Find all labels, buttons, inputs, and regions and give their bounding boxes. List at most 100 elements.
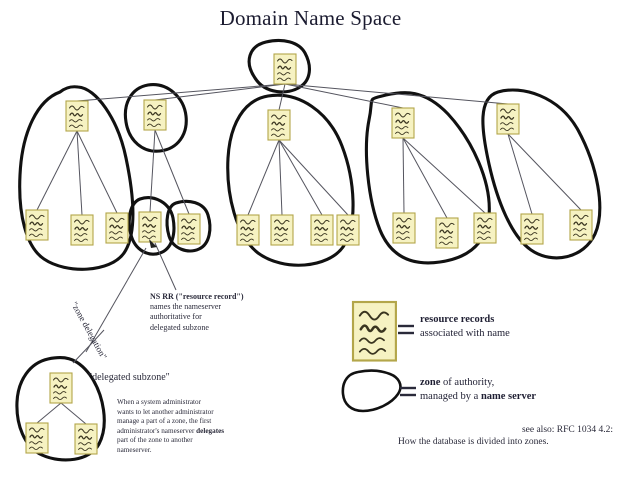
resource-record-card-icon: [392, 212, 416, 244]
pointer-layer: [72, 239, 177, 364]
tree-edge: [247, 139, 280, 216]
delegated-subzone-label: "delegated subzone": [88, 372, 170, 383]
zones-layer: [15, 38, 602, 462]
tree-edge: [402, 137, 405, 214]
paragraph-line-4: administrator's nameserver: [117, 426, 197, 435]
resource-record-node[interactable]: [25, 422, 49, 454]
resource-record-card-icon: [65, 100, 89, 132]
legend-rr-subtitle: associated with name: [420, 328, 510, 340]
tree-edge: [402, 137, 448, 219]
tree-edge: [402, 137, 486, 214]
legend-equals-2: [400, 386, 416, 397]
resource-record-card-icon: [49, 372, 73, 404]
tree-edge: [278, 139, 349, 216]
legend-zone-title: zone: [420, 377, 441, 388]
resource-record-node[interactable]: [391, 107, 415, 139]
zone-delegation-leader: [85, 247, 147, 353]
legend-equals-1: [398, 324, 414, 335]
paragraph-delegates-emphasis: delegates: [196, 426, 225, 435]
tree-edge: [76, 83, 286, 102]
delegated-subzone-leader: [72, 329, 105, 364]
resource-record-card-icon: [435, 217, 459, 249]
resource-record-node[interactable]: [138, 211, 162, 243]
see-also-line-2: How the database is divided into zones.: [398, 437, 549, 448]
resource-record-node[interactable]: [310, 214, 334, 246]
resource-record-card-icon: [391, 107, 415, 139]
ns-rr-line-2: authoritative for: [150, 312, 202, 322]
legend-item-resource-records: resource records associated with name: [420, 313, 510, 341]
resource-record-card-icon: [105, 212, 129, 244]
page-title: Domain Name Space: [219, 6, 402, 30]
resource-record-node[interactable]: [74, 423, 98, 455]
resource-record-card-icon: [74, 423, 98, 455]
zone-right: [364, 91, 491, 265]
zone-middle: [226, 93, 355, 267]
tree-edge: [76, 130, 118, 214]
resource-record-card-icon: [310, 214, 334, 246]
tree-edge: [507, 133, 533, 215]
paragraph-line-1: When a system administrator: [117, 398, 202, 406]
ns-rr-line-3: delegated subzone: [150, 322, 209, 332]
resource-record-card-icon: [273, 53, 297, 85]
resource-record-card-icon: [177, 213, 201, 245]
resource-record-node[interactable]: [236, 214, 260, 246]
resource-record-node[interactable]: [520, 213, 544, 245]
legend-zone-icon: [341, 369, 402, 413]
paragraph-line-2: wants to let another administrator: [117, 407, 214, 416]
resource-record-node[interactable]: [273, 53, 297, 85]
ns-rr-heading: NS RR ("resource record"): [150, 292, 244, 301]
resource-record-node[interactable]: [473, 212, 497, 244]
ns-rr-arrow: [149, 239, 157, 248]
resource-record-node[interactable]: [392, 212, 416, 244]
resource-record-node[interactable]: [70, 214, 94, 246]
tree-edge: [278, 83, 286, 111]
tree-edge: [60, 402, 87, 425]
tree-edge: [284, 83, 509, 105]
tree-edge: [154, 129, 190, 215]
paragraph-line-6: nameserver.: [117, 445, 152, 454]
tree-edge: [149, 129, 156, 213]
tree-edge: [36, 402, 62, 424]
resource-record-node[interactable]: [435, 217, 459, 249]
ns-rr-leader: [154, 242, 177, 291]
resource-record-card-icon: [473, 212, 497, 244]
zone-small-parent: [123, 83, 188, 153]
legend-card-icon: [351, 300, 398, 362]
ns-rr-annotation: NS RR ("resource record") names the name…: [150, 292, 270, 333]
resource-record-card-icon: [70, 214, 94, 246]
resource-record-card-icon: [496, 103, 520, 135]
see-also-line-1: see also: RFC 1034 4.2:: [521, 425, 613, 435]
tree-edge: [76, 130, 83, 216]
resource-record-node[interactable]: [270, 214, 294, 246]
resource-record-node[interactable]: [336, 214, 360, 246]
legend-zone-subtitle-pre: managed by a: [420, 391, 481, 403]
resource-record-node[interactable]: [25, 209, 49, 241]
zone-bottom-left: [15, 356, 106, 462]
legend-item-zone: zone of authority, managed by a name ser…: [420, 376, 536, 404]
tree-edge: [278, 139, 323, 216]
see-also-note: see also: RFC 1034 4.2: How the database…: [398, 424, 613, 448]
zone-left: [18, 85, 135, 271]
legend-glyphs: [341, 300, 416, 413]
resource-record-node[interactable]: [143, 99, 167, 131]
resource-record-node[interactable]: [569, 209, 593, 241]
tree-edge: [507, 133, 582, 211]
resource-record-node[interactable]: [65, 100, 89, 132]
resource-record-card-icon: [267, 109, 291, 141]
resource-record-node[interactable]: [496, 103, 520, 135]
resource-record-card-icon: [138, 211, 162, 243]
paragraph-line-3: manage a part of a zone, the first: [117, 417, 212, 426]
resource-record-node[interactable]: [267, 109, 291, 141]
resource-record-card-icon: [25, 422, 49, 454]
resource-record-card-icon: [569, 209, 593, 241]
resource-record-node[interactable]: [49, 372, 73, 404]
resource-record-node[interactable]: [105, 212, 129, 244]
tree-edge: [154, 83, 286, 101]
tree-edge: [284, 83, 404, 109]
zone-far-right: [481, 88, 602, 260]
resource-record-card-icon: [236, 214, 260, 246]
resource-record-card-icon: [520, 213, 544, 245]
resource-record-node[interactable]: [177, 213, 201, 245]
